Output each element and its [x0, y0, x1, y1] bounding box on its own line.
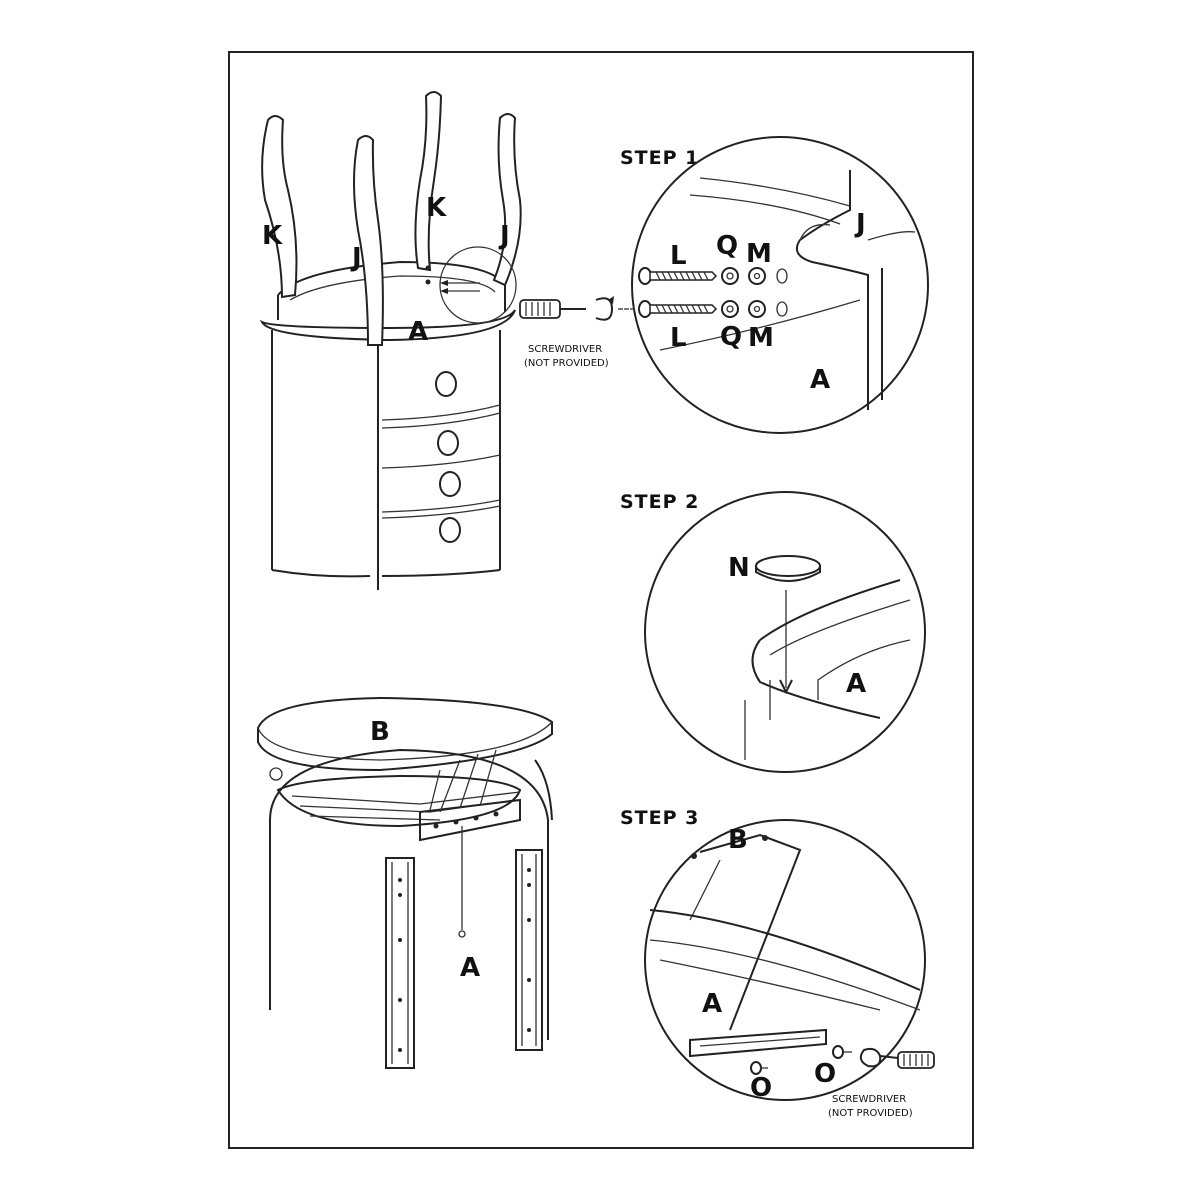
- step-3-heading: STEP 3: [620, 807, 699, 829]
- label-part-q-upper: Q: [716, 231, 738, 261]
- screw-l-upper-icon: [638, 267, 718, 285]
- drawer-knob-icon: [437, 430, 459, 456]
- label-part-a-cabinet: A: [408, 317, 428, 347]
- step-3-detail-circle: [644, 819, 926, 1101]
- screw-o-icon: [750, 1061, 768, 1075]
- cabinet-with-legs-illustration: [259, 91, 522, 590]
- label-part-j-right: J: [498, 221, 510, 251]
- label-part-m-upper: M: [746, 239, 772, 269]
- drawer-knob-icon: [439, 517, 461, 543]
- label-part-a-frame: A: [460, 953, 480, 983]
- step-2-heading: STEP 2: [620, 491, 699, 513]
- flat-washer-m-icon: [748, 300, 766, 318]
- note-screwdriver-step1-line1: SCREWDRIVER: [528, 344, 602, 355]
- lock-washer-q-icon: [721, 300, 739, 318]
- label-part-k-back: K: [426, 193, 447, 223]
- label-part-o-right: O: [814, 1059, 836, 1089]
- note-screwdriver-step3-line2: (NOT PROVIDED): [828, 1108, 913, 1119]
- screw-l-lower-icon: [638, 300, 718, 318]
- label-part-m-lower: M: [748, 323, 774, 353]
- step-1-heading: STEP 1: [620, 147, 699, 169]
- label-part-j-front: J: [350, 243, 362, 273]
- lock-washer-q-icon: [721, 267, 739, 285]
- label-part-n: N: [728, 553, 750, 583]
- label-part-a-step2: A: [846, 669, 866, 699]
- note-screwdriver-step3-line1: SCREWDRIVER: [832, 1094, 906, 1105]
- label-part-k-left: K: [262, 221, 283, 251]
- label-part-l-upper: L: [670, 241, 687, 271]
- drawer-knob-icon: [435, 371, 457, 397]
- step-2-detail-circle: [644, 491, 926, 773]
- label-part-l-lower: L: [670, 323, 687, 353]
- label-part-q-lower: Q: [720, 322, 742, 352]
- label-part-j-detail: J: [854, 209, 866, 239]
- step-1-detail-circle: [620, 136, 929, 434]
- flat-washer-m-icon: [748, 267, 766, 285]
- drawer-knob-icon: [439, 471, 461, 497]
- label-part-o-left: O: [750, 1073, 772, 1103]
- page-frame: [228, 51, 974, 1149]
- screw-o-icon: [832, 1045, 852, 1059]
- felt-pad-n-icon: [755, 555, 821, 582]
- label-part-a-step3: A: [702, 989, 722, 1019]
- note-screwdriver-step1-line2: (NOT PROVIDED): [524, 358, 609, 369]
- label-part-a-step1: A: [810, 365, 830, 395]
- top-b-assembly-illustration: [257, 696, 553, 1069]
- label-part-b-step3: B: [728, 825, 748, 855]
- screwdriver-icon: [859, 1047, 935, 1069]
- label-part-b-top: B: [370, 717, 390, 747]
